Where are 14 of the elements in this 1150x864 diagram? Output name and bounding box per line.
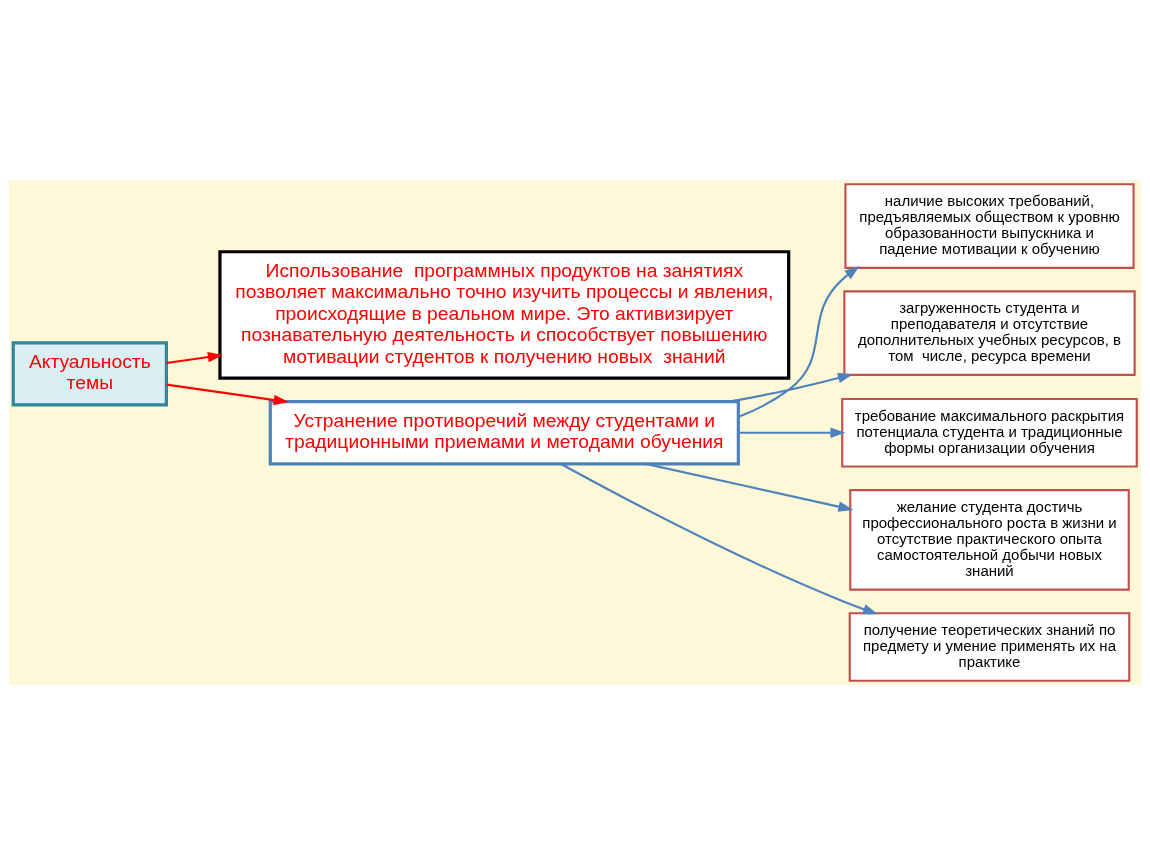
- arrow: [166, 383, 289, 405]
- node-box: получение теоретических знаний по предмету и умение применять их на практике: [848, 611, 1131, 682]
- node-box: Устранение противоречий между студентами и традиционными приемами и методами обучения: [268, 399, 740, 465]
- arrow: [166, 351, 223, 364]
- node-box: загруженность студента и преподавателя и отсутствие дополнительных учебных ресурсов, в том числе, ресурса времени: [843, 289, 1136, 376]
- node-box: требование максимального раскрытия потенциала студента и традиционные формы организации обучения: [841, 397, 1138, 468]
- node-box: Использование программных продуктов на занятиях позволяет максимально точно изучить процессы и явления, происходящие в реальном мире. Это активизирует познавательную деятельность и способствует повышению мотивации студентов к получению новых знаний: [218, 249, 791, 380]
- arrow: [645, 462, 854, 512]
- arrow: [738, 427, 846, 438]
- node-box: желание студента достичь профессионального роста в жизни и отсутствие практического опыта самостоятельной добычи новых знаний: [849, 488, 1130, 591]
- node-box: наличие высоких требований, предъявляемых обществом к уровню образованности выпускника и падение мотивации к обучению: [844, 182, 1135, 269]
- arrow: [738, 265, 860, 418]
- arrow: [560, 462, 878, 614]
- node-box: Актуальность темы: [11, 340, 168, 407]
